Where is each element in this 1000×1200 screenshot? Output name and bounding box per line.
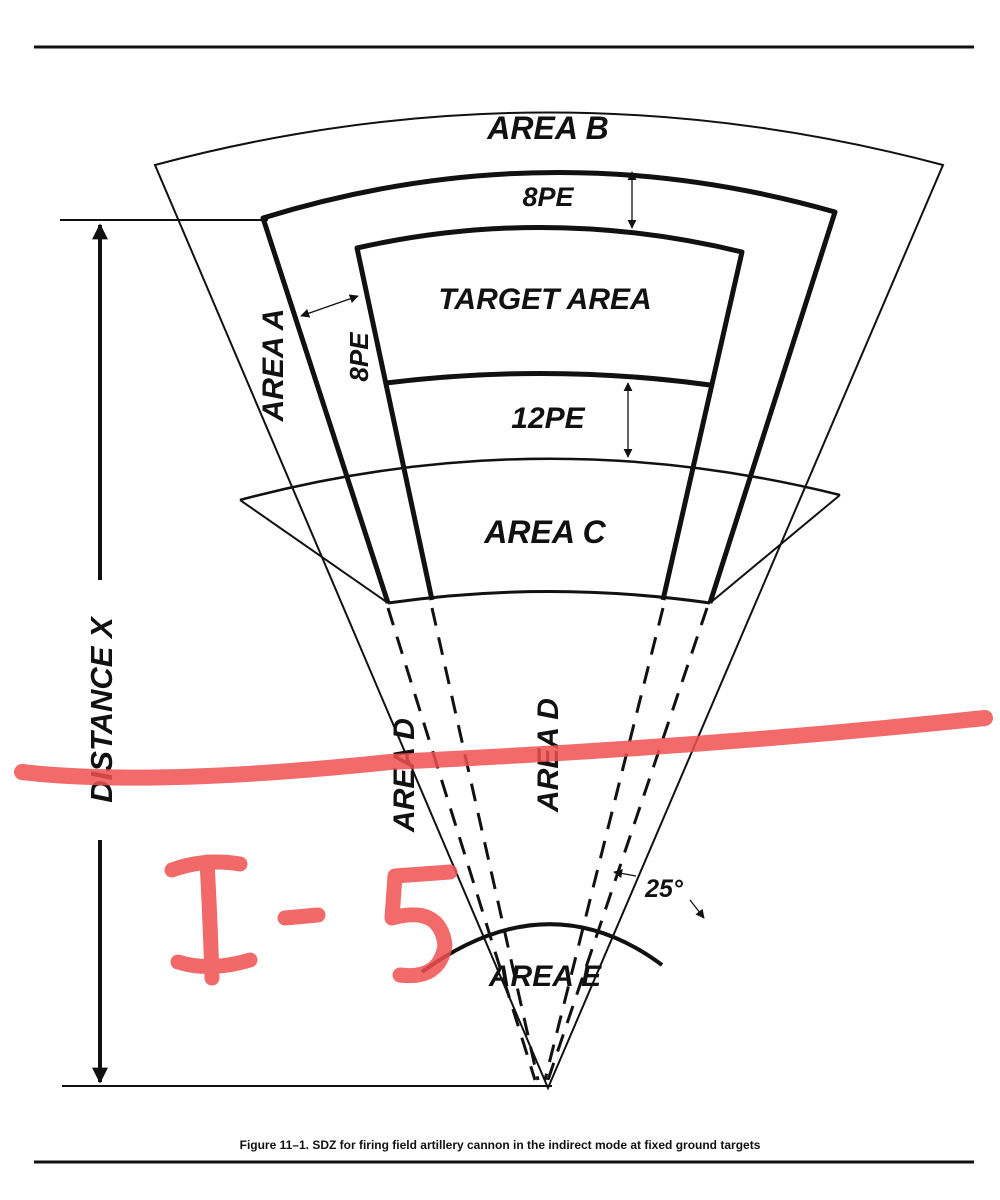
area-c-left-edge xyxy=(239,499,389,604)
dashed-line-outer-left xyxy=(386,607,537,1081)
angle-label: 25° xyxy=(644,875,684,903)
target-area-label: TARGET AREA xyxy=(438,283,651,316)
angle-arrow-left xyxy=(613,868,637,878)
outer-fan-boundary xyxy=(153,111,945,1091)
dashed-line-inner-right xyxy=(543,607,665,1081)
angle-arrow-right xyxy=(689,899,705,919)
buffer-bottom-label: 12PE xyxy=(511,402,585,435)
dashed-line-inner-left xyxy=(430,607,540,1081)
area-a-label: AREA A xyxy=(257,309,290,423)
buffer-side-label: 8PE xyxy=(344,332,374,382)
buffer-top-label: 8PE xyxy=(522,182,574,212)
area-c-right-edge xyxy=(709,494,841,604)
side-8pe-arrow xyxy=(300,294,359,318)
red-strike-line xyxy=(14,710,993,786)
buffer-outer-boundary xyxy=(260,169,838,604)
dashed-line-outer-right xyxy=(546,607,709,1081)
figure-caption: Figure 11–1. SDZ for firing field artill… xyxy=(239,1138,761,1152)
area-c-top-arc xyxy=(239,457,841,502)
area-d-left-label: AREA D xyxy=(388,718,421,833)
area-b-label: AREA B xyxy=(486,110,608,146)
area-e-label: AREA E xyxy=(488,960,602,993)
twelve-pe-divider xyxy=(385,370,711,388)
area-c-label: AREA C xyxy=(483,514,606,550)
area-e-arc xyxy=(420,922,664,974)
handwritten-annotation xyxy=(164,854,458,986)
target-area-boundary xyxy=(354,225,745,601)
